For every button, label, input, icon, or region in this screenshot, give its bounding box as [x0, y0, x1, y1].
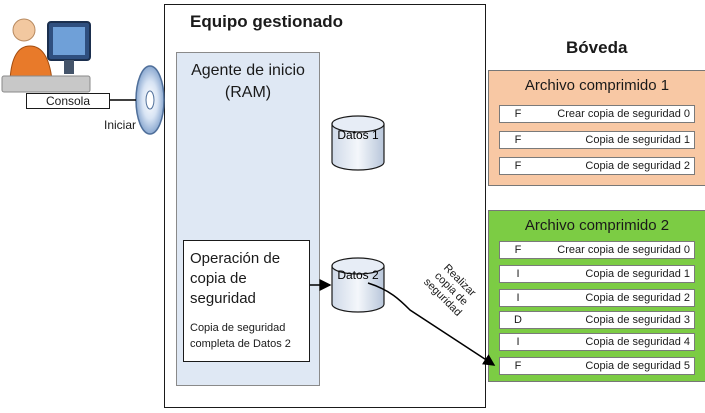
backup-type: I	[516, 292, 520, 304]
backup-operation-box	[183, 240, 310, 362]
archive-title: Archivo comprimido 1	[524, 77, 670, 94]
backup-type: F	[514, 160, 522, 172]
backup-operation-title: Operación de copia de seguridad	[190, 249, 308, 309]
disc-hole	[145, 90, 155, 110]
backup-type: F	[514, 360, 522, 372]
archive-title: Archivo comprimido 2	[524, 217, 670, 234]
backup-label: Copia de seguridad 2	[585, 160, 690, 172]
cd-disc-icon	[135, 65, 165, 135]
user-at-computer-icon	[1, 18, 91, 93]
backup-type: I	[516, 268, 520, 280]
backup-flow-arrow	[367, 282, 496, 366]
op-title-line3: seguridad	[190, 290, 256, 307]
disk1-label: Datos 1	[337, 128, 379, 142]
backup-row[interactable]: F Copia de seguridad 2	[499, 157, 695, 175]
boot-agent-title-line1: Agente de inicio	[191, 62, 305, 79]
desk-shape	[1, 75, 91, 93]
vault-title: Bóveda	[566, 38, 628, 57]
boot-agent-title-line2: (RAM)	[224, 84, 272, 101]
archive-2: Archivo comprimido 2 F Crear copia de se…	[488, 210, 705, 382]
backup-row[interactable]: F Copia de seguridad 5	[499, 357, 695, 375]
backup-row[interactable]: F Copia de seguridad 1	[499, 131, 695, 149]
backup-type: F	[514, 134, 522, 146]
backup-type: D	[514, 314, 522, 326]
monitor-stand	[64, 60, 74, 74]
person-body	[9, 45, 53, 81]
backup-row[interactable]: D Copia de seguridad 3	[499, 311, 695, 329]
disk2-top	[331, 257, 385, 275]
backup-type: F	[514, 108, 522, 120]
managed-machine-title: Equipo gestionado	[190, 12, 343, 31]
op-title-line1: Operación de	[190, 250, 281, 267]
backup-label: Copia de seguridad 1	[585, 268, 690, 280]
monitor-screen	[53, 27, 85, 55]
backup-label: Copia de seguridad 4	[585, 336, 690, 348]
backup-row[interactable]: F Crear copia de seguridad 0	[499, 241, 695, 259]
backup-row[interactable]: F Crear copia de seguridad 0	[499, 105, 695, 123]
backup-label: Copia de seguridad 1	[585, 134, 690, 146]
op-title-line2: copia de	[190, 270, 247, 287]
op-desc-line2: completa de Datos 2	[190, 338, 291, 350]
backup-type: F	[514, 244, 522, 256]
disk1-body	[331, 123, 385, 171]
backup-label: Copia de seguridad 2	[585, 292, 690, 304]
backup-label: Crear copia de seguridad 0	[557, 244, 690, 256]
archive-1: Archivo comprimido 1 F Crear copia de se…	[488, 70, 705, 186]
op-desc-line1: Copia de seguridad	[190, 322, 286, 334]
disk2-body	[331, 265, 385, 313]
backup-row[interactable]: I Copia de seguridad 2	[499, 289, 695, 307]
backup-row[interactable]: I Copia de seguridad 4	[499, 333, 695, 351]
boot-agent-title: Agente de inicio (RAM)	[176, 60, 320, 104]
database-cylinder-icon: Datos 2	[331, 257, 385, 313]
start-label: Iniciar	[104, 118, 137, 132]
backup-label: Copia de seguridad 3	[585, 314, 690, 326]
disk1-top	[331, 115, 385, 133]
backup-label: Copia de seguridad 5	[585, 360, 690, 372]
backup-row[interactable]: I Copia de seguridad 1	[499, 265, 695, 283]
backup-operation-description: Copia de seguridad completa de Datos 2	[190, 320, 308, 352]
console-label: Consola	[26, 93, 110, 109]
backup-label: Crear copia de seguridad 0	[557, 108, 690, 120]
database-cylinder-icon: Datos 1	[331, 115, 385, 171]
backup-type: I	[516, 336, 520, 348]
disk2-label: Datos 2	[337, 268, 379, 282]
person-head	[12, 18, 36, 42]
